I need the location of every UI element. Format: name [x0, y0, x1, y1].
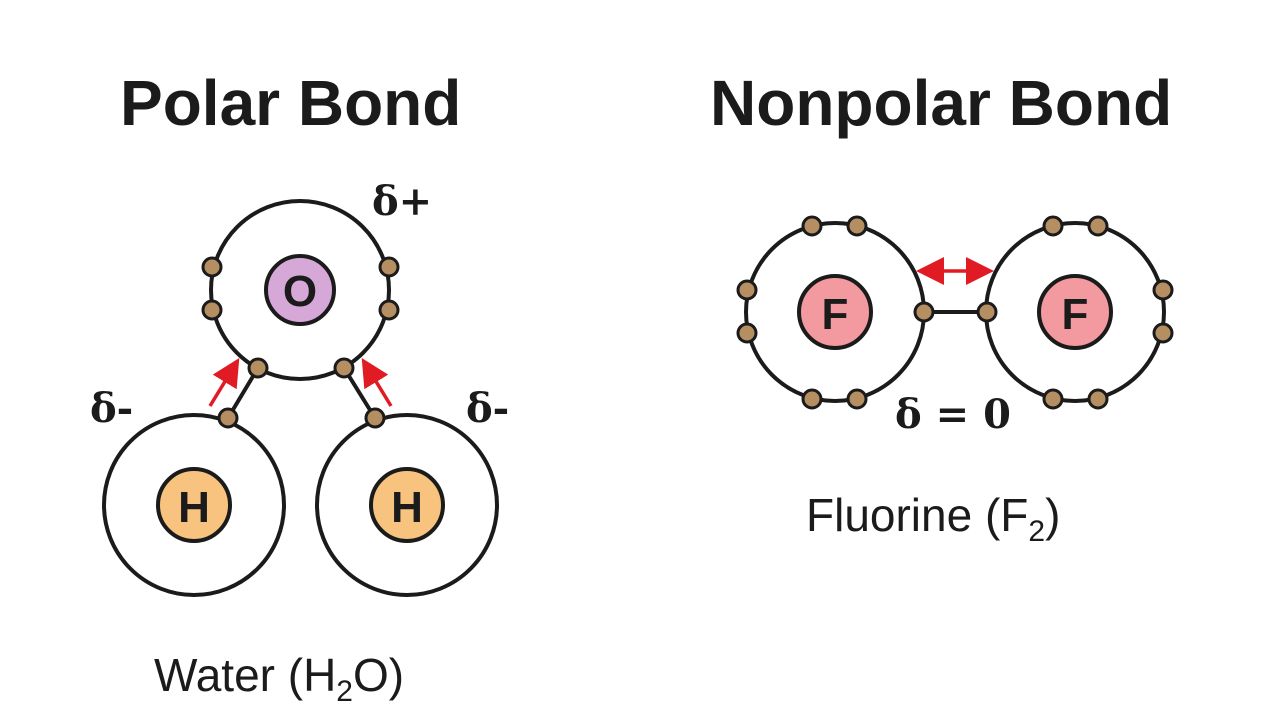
nonpolar-bond-title: Nonpolar Bond	[710, 67, 1173, 139]
electron	[801, 388, 823, 410]
oxygen-label: O	[283, 267, 317, 316]
electron	[846, 388, 868, 410]
hydrogen-right-nucleus	[369, 467, 445, 543]
water-caption-suffix: O)	[352, 649, 405, 701]
fluorine-caption-subscript: 2	[1028, 515, 1046, 548]
fluorine-right-label: F	[1062, 290, 1089, 339]
electron	[736, 279, 758, 301]
hydrogen-right-shell	[315, 413, 499, 597]
electron	[913, 301, 935, 323]
electron	[364, 407, 386, 429]
hydrogen-right-label: H	[391, 483, 423, 532]
electron	[333, 357, 355, 379]
fluorine-caption-suffix: )	[1045, 489, 1061, 541]
electron	[247, 357, 269, 379]
electron-pull-arrow-left	[208, 358, 240, 407]
electron	[1087, 388, 1109, 410]
electron	[736, 322, 758, 344]
fluorine-left-nucleus	[797, 274, 873, 350]
fluorine-right-nucleus	[1037, 274, 1113, 350]
fluorine-caption-prefix: Fluorine (F	[806, 489, 1029, 541]
electron-pull-arrow-right	[361, 358, 393, 407]
water-caption-prefix: Water (H	[154, 649, 337, 701]
electron	[1042, 388, 1064, 410]
electron	[801, 215, 823, 237]
electron	[976, 301, 998, 323]
electron	[846, 215, 868, 237]
electron	[217, 407, 239, 429]
hydrogen-left-label: H	[178, 483, 210, 532]
oxygen-shell	[209, 199, 391, 381]
polar-bond-title: Polar Bond	[120, 67, 462, 139]
partial-positive-label: δ+	[372, 178, 432, 225]
oxygen-nucleus	[264, 254, 336, 326]
electron	[1152, 279, 1174, 301]
hydrogen-left-shell	[102, 413, 286, 597]
electron	[201, 256, 223, 278]
electron	[378, 299, 400, 321]
electron	[1087, 215, 1109, 237]
fluorine-left-label: F	[822, 290, 849, 339]
electron	[1042, 215, 1064, 237]
partial-negative-right-label: δ-	[466, 385, 509, 432]
electron	[1152, 322, 1174, 344]
water-molecule: O H H δ+ δ- δ-	[90, 178, 509, 597]
partial-charge-zero-label: δ = 0	[895, 391, 1011, 438]
fluorine-caption: Fluorine (F2)	[806, 488, 1060, 549]
water-caption: Water (H2O)	[154, 648, 404, 709]
fluorine-molecule: F F δ = 0	[736, 215, 1174, 438]
hydrogen-left-nucleus	[156, 467, 232, 543]
electron	[378, 256, 400, 278]
electron	[201, 299, 223, 321]
partial-negative-left-label: δ-	[90, 385, 133, 432]
water-caption-subscript: 2	[336, 675, 353, 708]
